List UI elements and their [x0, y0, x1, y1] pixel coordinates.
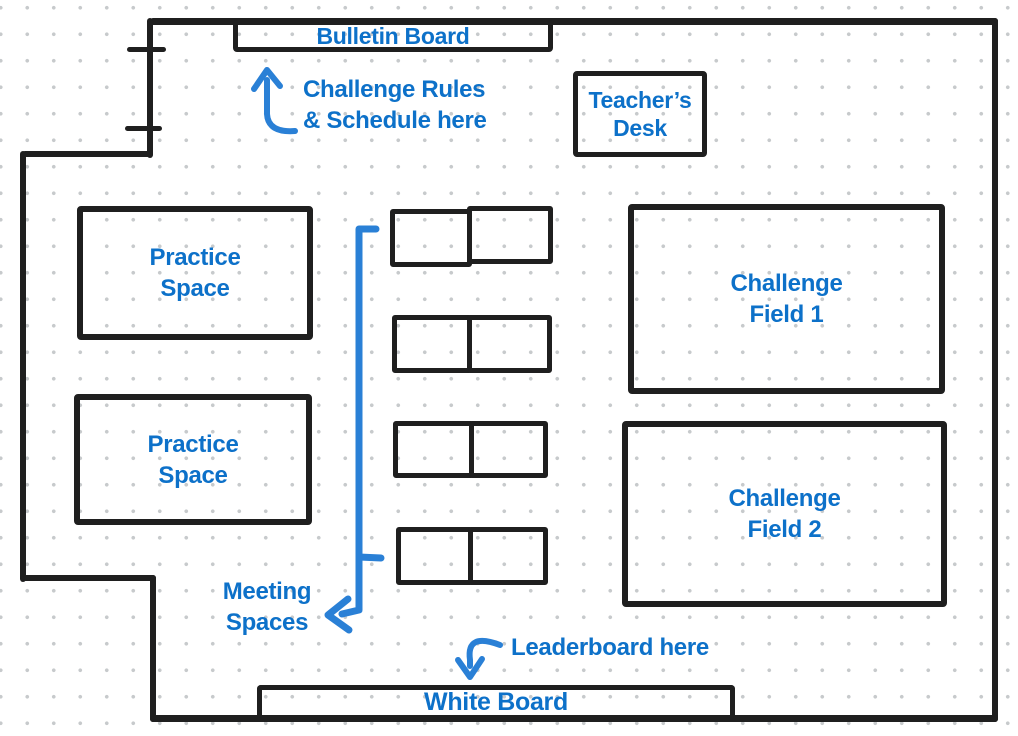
wall-bottom — [150, 715, 998, 722]
rules-note-line2: & Schedule here — [303, 107, 487, 134]
bulletin-board: Bulletin Board — [233, 20, 553, 52]
meeting-spaces-note: Meeting Spaces — [203, 576, 331, 638]
challenge-field-1: Challenge Field 1 — [628, 204, 945, 394]
practice-space-2-label-line1: Practice — [147, 430, 239, 458]
meeting-spaces-note-line1: Meeting — [222, 578, 312, 605]
meeting-table-3 — [393, 421, 548, 478]
door-tick-upper — [127, 47, 166, 52]
meeting-table-1 — [390, 206, 553, 267]
meeting-table-2-right-seat — [467, 315, 552, 373]
meeting-table-4 — [396, 527, 548, 585]
challenge-field-1-label-line2: Field 1 — [749, 301, 824, 328]
practice-space-1: Practice Space — [77, 206, 313, 340]
meeting-table-3-right-seat — [469, 421, 548, 478]
rules-arrow — [251, 67, 298, 135]
meeting-table-1-right-seat — [467, 206, 553, 264]
meeting-spaces-bracket-arrow — [324, 225, 385, 634]
wall-top — [150, 18, 998, 25]
challenge-field-2-label-line1: Challenge — [728, 485, 841, 512]
meeting-table-3-left-seat — [393, 421, 474, 478]
meeting-table-4-right-seat — [468, 527, 548, 585]
wall-right — [992, 18, 998, 722]
challenge-field-1-label-line1: Challenge — [730, 270, 843, 297]
wall-left — [20, 151, 26, 582]
meeting-table-2-left-seat — [392, 315, 472, 373]
door-tick-lower — [125, 126, 162, 131]
challenge-field-2: Challenge Field 2 — [622, 421, 947, 607]
wall-lower-left-vertical — [150, 575, 156, 722]
practice-space-1-label-line2: Space — [160, 275, 230, 302]
meeting-spaces-note-line2: Spaces — [225, 609, 309, 636]
wall-lower-left-horizontal — [20, 575, 156, 581]
teachers-desk: Teacher’s Desk — [573, 71, 707, 157]
practice-space-2: Practice Space — [74, 394, 312, 525]
meeting-table-1-left-seat — [390, 209, 472, 267]
rules-note: Challenge Rules & Schedule here — [303, 74, 487, 136]
leaderboard-arrow — [455, 638, 503, 680]
leaderboard-note: Leaderboard here — [511, 634, 709, 661]
teachers-desk-label-line1: Teacher’s — [588, 87, 692, 113]
white-board: White Board — [257, 685, 735, 715]
rules-note-line1: Challenge Rules — [303, 76, 486, 103]
meeting-table-4-left-seat — [396, 527, 473, 585]
challenge-field-2-label-line2: Field 2 — [747, 516, 822, 543]
practice-space-1-label-line1: Practice — [149, 244, 241, 271]
meeting-table-2 — [392, 315, 552, 373]
white-board-label: White Board — [424, 688, 568, 716]
bulletin-board-label: Bulletin Board — [316, 22, 470, 49]
teachers-desk-label-line2: Desk — [613, 115, 667, 141]
practice-space-2-label-line2: Space — [158, 461, 228, 489]
wall-upper-left-horizontal — [22, 151, 151, 157]
wall-upper-left-vertical — [147, 18, 153, 158]
